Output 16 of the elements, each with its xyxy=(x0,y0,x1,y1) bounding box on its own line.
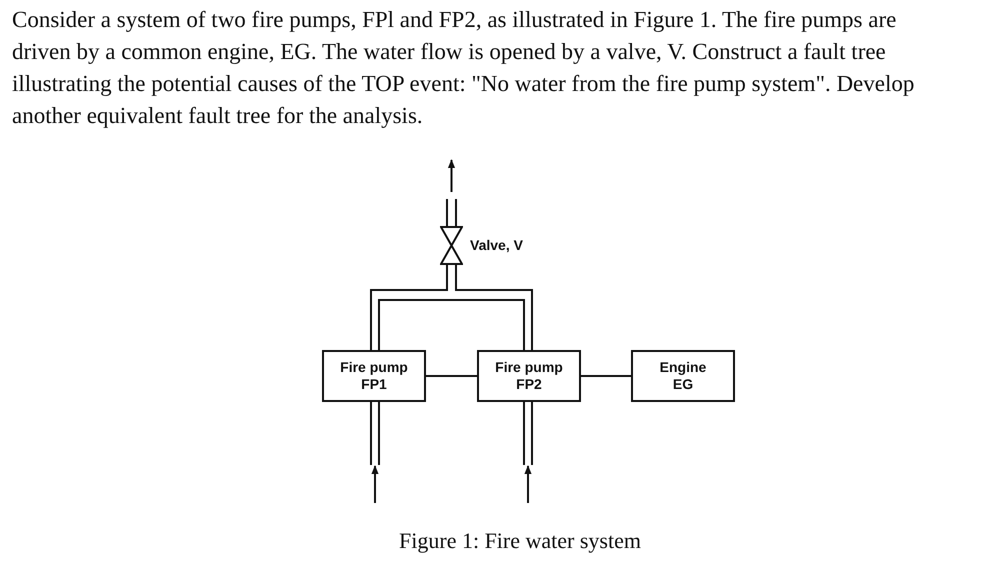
component-box xyxy=(322,350,426,402)
valve-label: Valve, V xyxy=(470,237,523,253)
component-label: Fire pump FP1 xyxy=(339,359,409,393)
component-box xyxy=(477,350,581,402)
component-box xyxy=(631,350,735,402)
shaft-line xyxy=(581,375,631,377)
pipe xyxy=(450,264,533,351)
pipe xyxy=(370,264,452,351)
shaft-line xyxy=(426,375,477,377)
flow-arrow xyxy=(371,465,379,503)
flow-arrow xyxy=(524,465,532,503)
component-label: Fire pump FP2 xyxy=(494,359,564,393)
figure-caption: Figure 1: Fire water system xyxy=(398,528,642,554)
component-label: Engine EG xyxy=(658,359,708,393)
flow-arrow xyxy=(446,159,457,227)
problem-text: Consider a system of two fire pumps, FPl and FP2, as illustrated in Figure 1. The fire pumps are driven by a common engine, EG. The water flow is opened by a valve, V. Construct a fault tree illustrating the potential causes of the TOP event: "No water from the fire pump system". Develop another equivalent fault tree for the analysis. xyxy=(12,6,916,130)
